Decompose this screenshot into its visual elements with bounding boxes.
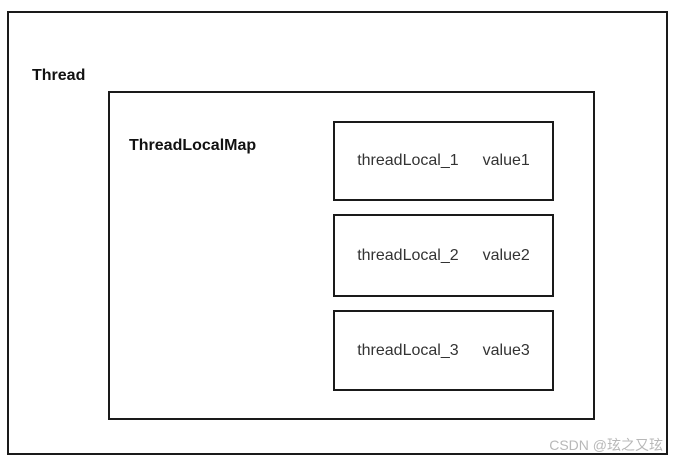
entry-value: value1 [482, 152, 530, 169]
entry-value: value3 [482, 341, 530, 359]
thread-label: Thread [32, 67, 86, 84]
entry-key: threadLocal_1 [357, 152, 459, 169]
entry-key: threadLocal_2 [357, 246, 459, 264]
watermark: CSDN @玹之又玹 [549, 437, 663, 453]
entry-value: value2 [482, 246, 530, 264]
map-entry-2: threadLocal_2 value2 [333, 214, 554, 297]
entry-key: threadLocal_3 [357, 341, 459, 359]
map-entry-1: threadLocal_1 value1 [333, 121, 554, 201]
threadlocalmap-label: ThreadLocalMap [129, 137, 257, 154]
map-entry-3: threadLocal_3 value3 [333, 310, 554, 391]
